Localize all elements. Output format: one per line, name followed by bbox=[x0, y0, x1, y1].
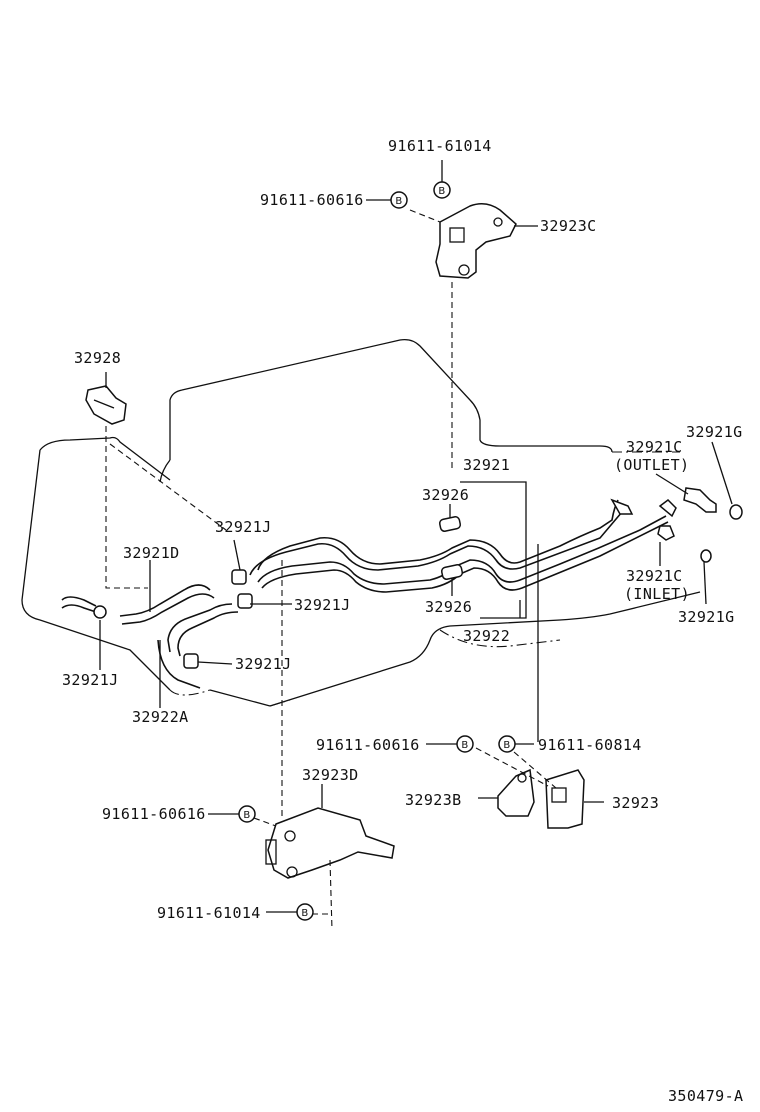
vehicle-body-outline bbox=[21, 338, 701, 707]
bolt-icon: B bbox=[296, 903, 314, 921]
svg-text:B: B bbox=[395, 196, 402, 207]
svg-text:B: B bbox=[243, 810, 250, 821]
label-91611-61014-top: 91611-61014 bbox=[388, 137, 492, 155]
label-32923: 32923 bbox=[612, 794, 659, 812]
label-inlet: (INLET) bbox=[624, 585, 690, 603]
label-32921C-outlet: 32921C bbox=[626, 438, 683, 456]
figure-code: 350479-A bbox=[668, 1087, 743, 1105]
bolt-icon: B bbox=[390, 191, 408, 209]
label-32921C-inlet: 32921C bbox=[626, 567, 683, 585]
bolt-icon: B bbox=[456, 735, 474, 753]
label-91611-60616-top: 91611-60616 bbox=[260, 191, 364, 209]
label-32926-top: 32926 bbox=[422, 486, 469, 504]
svg-text:B: B bbox=[503, 740, 510, 751]
leader-lines bbox=[99, 160, 733, 913]
label-32921J-d: 32921J bbox=[62, 671, 119, 689]
part-labels: 91611-61014 91611-60616 32923C 32928 329… bbox=[62, 137, 743, 922]
label-91611-61014-bot: 91611-61014 bbox=[157, 904, 261, 922]
small-parts bbox=[85, 385, 743, 669]
label-32923C: 32923C bbox=[540, 217, 597, 235]
bracket-32923 bbox=[545, 769, 585, 829]
bracket-32923B bbox=[497, 768, 535, 817]
svg-text:B: B bbox=[461, 740, 468, 751]
bracket-32923C bbox=[435, 203, 517, 279]
label-32923B: 32923B bbox=[405, 791, 462, 809]
fuel-pipes bbox=[61, 499, 669, 689]
bolt-icon: B bbox=[238, 805, 256, 823]
label-outlet: (OUTLET) bbox=[614, 456, 689, 474]
label-91611-60814: 91611-60814 bbox=[538, 736, 642, 754]
label-32922: 32922 bbox=[463, 627, 510, 645]
label-32928: 32928 bbox=[74, 349, 121, 367]
label-32921D: 32921D bbox=[123, 544, 180, 562]
alignment-lines bbox=[105, 209, 557, 931]
label-32926-bot: 32926 bbox=[425, 598, 472, 616]
label-32921J-c: 32921J bbox=[235, 655, 292, 673]
svg-text:B: B bbox=[301, 908, 308, 919]
label-32922A: 32922A bbox=[132, 708, 189, 726]
label-32921: 32921 bbox=[463, 456, 510, 474]
bolt-icon: B bbox=[498, 735, 516, 753]
label-32921G-bot: 32921G bbox=[678, 608, 735, 626]
label-32921J-a: 32921J bbox=[215, 518, 272, 536]
label-32923D: 32923D bbox=[302, 766, 359, 784]
reference-outline bbox=[169, 451, 680, 707]
bracket-32923D bbox=[265, 807, 395, 879]
label-32921G-top: 32921G bbox=[686, 423, 743, 441]
label-32921J-b: 32921J bbox=[294, 596, 351, 614]
svg-text:B: B bbox=[438, 186, 445, 197]
label-91611-60616-bot: 91611-60616 bbox=[102, 805, 206, 823]
bolt-icon: B bbox=[433, 181, 451, 199]
label-91611-60616-mid: 91611-60616 bbox=[316, 736, 420, 754]
bolt-symbols: B B B B B B bbox=[238, 181, 516, 921]
